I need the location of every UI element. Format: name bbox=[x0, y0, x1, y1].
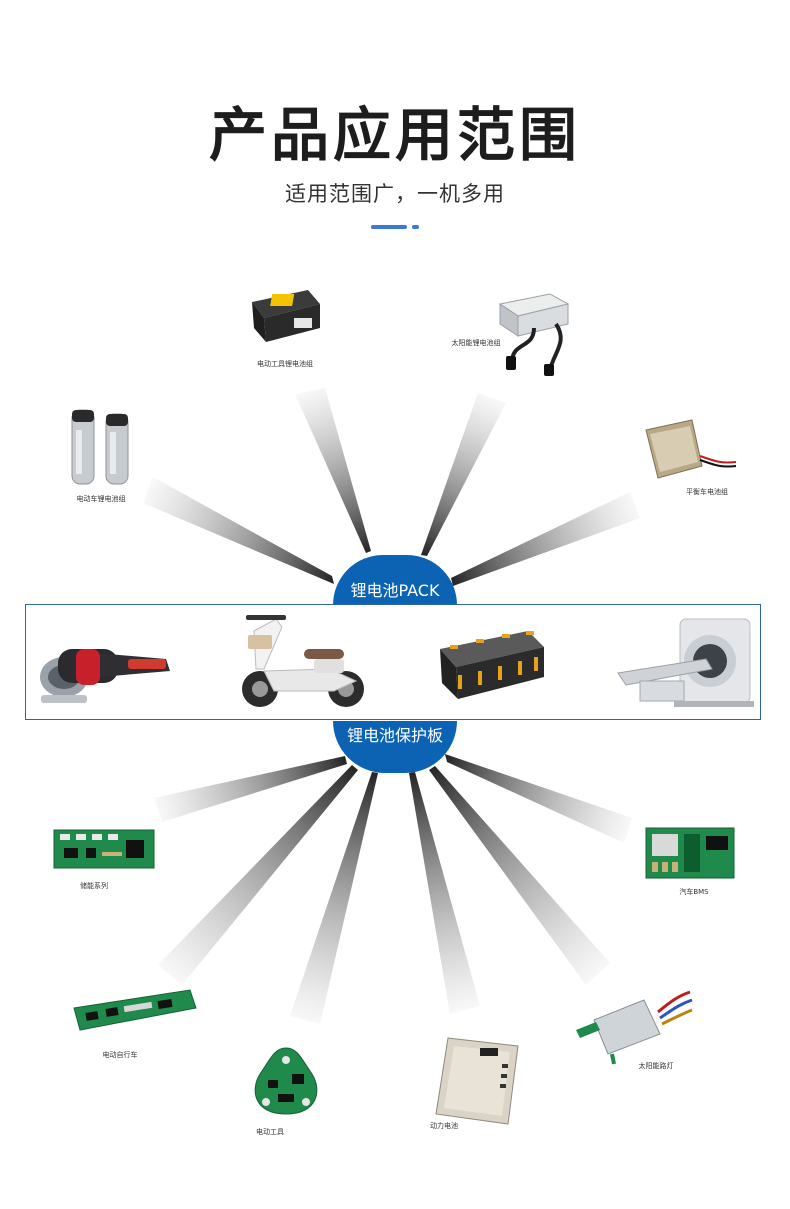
balance-car-battery-icon bbox=[645, 419, 737, 479]
battery-modules-icon bbox=[440, 631, 544, 699]
page-subtitle: 适用范围广，一机多用 bbox=[285, 182, 505, 206]
accent-dot bbox=[412, 225, 419, 229]
caption-streetlight-board: 太阳能路灯 bbox=[638, 1062, 674, 1070]
solar-battery-pack-icon bbox=[498, 293, 570, 376]
caption-solar-pack: 太阳能锂电池组 bbox=[451, 339, 501, 347]
page-title: 产品应用范围 bbox=[208, 101, 581, 169]
power-tool-board-icon bbox=[254, 1047, 318, 1115]
hub-pack-label: 锂电池PACK bbox=[350, 581, 440, 600]
ebike-board-icon bbox=[73, 989, 197, 1031]
ray-solar-pack bbox=[421, 393, 506, 556]
energy-storage-board-icon bbox=[53, 829, 155, 869]
caption-balance-car-pack: 平衡车电池组 bbox=[686, 488, 728, 496]
ray-storage-board bbox=[154, 756, 347, 822]
caption-tool-board: 电动工具 bbox=[256, 1128, 284, 1136]
ray-car-bms-board bbox=[445, 754, 632, 843]
accent-bar bbox=[371, 225, 407, 229]
caption-storage-board: 储能系列 bbox=[80, 882, 108, 890]
ray-streetlight-board bbox=[429, 766, 610, 985]
hub-board-label: 锂电池保护板 bbox=[346, 726, 443, 745]
power-battery-board-icon bbox=[435, 1037, 519, 1125]
hub-protection-board: 锂电池保护板 bbox=[333, 721, 457, 773]
power-tool-battery-icon bbox=[252, 290, 320, 342]
electric-scooter-icon bbox=[242, 615, 364, 707]
ray-ebike-board bbox=[158, 765, 358, 985]
caption-power-tool-pack: 电动工具锂电池组 bbox=[257, 360, 313, 368]
solar-streetlight-board-icon bbox=[576, 990, 693, 1065]
angle-grinder-icon bbox=[40, 649, 170, 703]
caption-ebike-board: 电动自行车 bbox=[102, 1051, 138, 1059]
ray-balance-car-pack bbox=[451, 492, 640, 586]
car-bms-board-icon bbox=[645, 827, 735, 879]
ray-tool-board bbox=[290, 772, 378, 1024]
featured-products-band bbox=[25, 604, 761, 720]
ebike-battery-icon bbox=[71, 409, 129, 485]
ray-power-tool-pack bbox=[295, 388, 371, 553]
caption-power-battery-board: 动力电池 bbox=[430, 1122, 458, 1130]
ray-ebike-pack bbox=[143, 477, 334, 584]
ray-power-battery-board bbox=[409, 772, 480, 1014]
ct-scanner-icon bbox=[617, 618, 754, 707]
caption-car-bms-board: 汽车BMS bbox=[679, 888, 709, 896]
caption-ebike-pack: 电动车锂电池组 bbox=[76, 495, 126, 503]
